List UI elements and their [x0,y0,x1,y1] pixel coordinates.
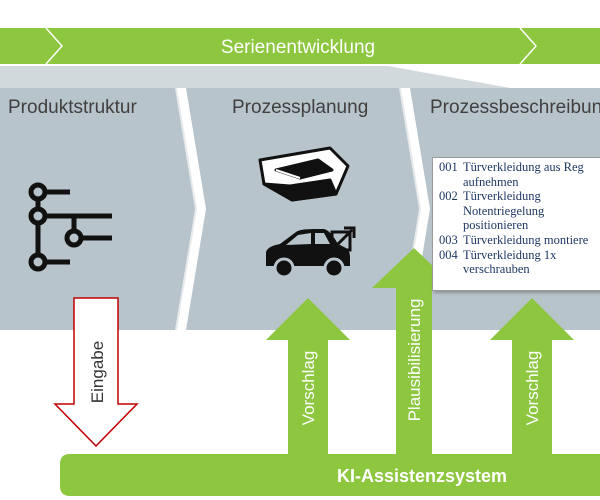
process-step-item: 003 Türverkleidung montiere [439,233,600,248]
input-arrow: Eingabe [53,297,139,448]
panel-prozessplanung [186,88,420,330]
panel-title-prozessplanung: Prozessplanung [232,97,368,118]
car-external-link-icon [266,226,356,279]
ki-system-label: KI-Assistenzsystem [337,466,507,486]
ki-assistant-system-bar: KI-Assistenzsystem [60,454,600,496]
series-development-banner: Serienentwicklung [0,27,600,65]
input-arrow-label: Eingabe [88,341,107,403]
process-step-number: 002 [439,189,458,204]
panel-title-produktstruktur: Produktstruktur [8,97,137,118]
process-step-number: 003 [439,232,458,247]
process-step-text: Türverkleidung [463,189,541,204]
process-step-number: 001 [439,160,458,174]
process-step-text: aufnehmen [463,174,519,189]
suggestion-arrow-right: Vorschlag [490,298,574,456]
process-step-number: 004 [439,247,458,262]
suggestion-left-label: Vorschlag [299,351,318,426]
process-band-top [0,66,600,104]
process-step-text: Notentriegelung [463,203,545,218]
process-step-text: Türverkleidung 1x [463,247,557,262]
process-step-text: verschrauben [463,262,530,277]
suggestion-right-label: Vorschlag [523,351,542,426]
panel-produktstruktur [0,88,196,330]
panel-title-prozessbeschreibung: Prozessbeschreibun [430,97,600,118]
process-step-text: Türverkleidung montiere [463,232,589,247]
plausibility-label: Plausibilisierung [405,299,424,422]
suggestion-arrow-left: Vorschlag [266,298,350,456]
3d-part-icon [258,146,350,202]
process-step-text: Türverkleidung aus Reg [463,160,584,174]
plausibility-arrow: Plausibilisierung [372,248,456,456]
banner-label: Serienentwicklung [221,37,375,58]
hierarchy-tree-icon [28,182,112,272]
process-step-text: positionieren [463,218,529,233]
